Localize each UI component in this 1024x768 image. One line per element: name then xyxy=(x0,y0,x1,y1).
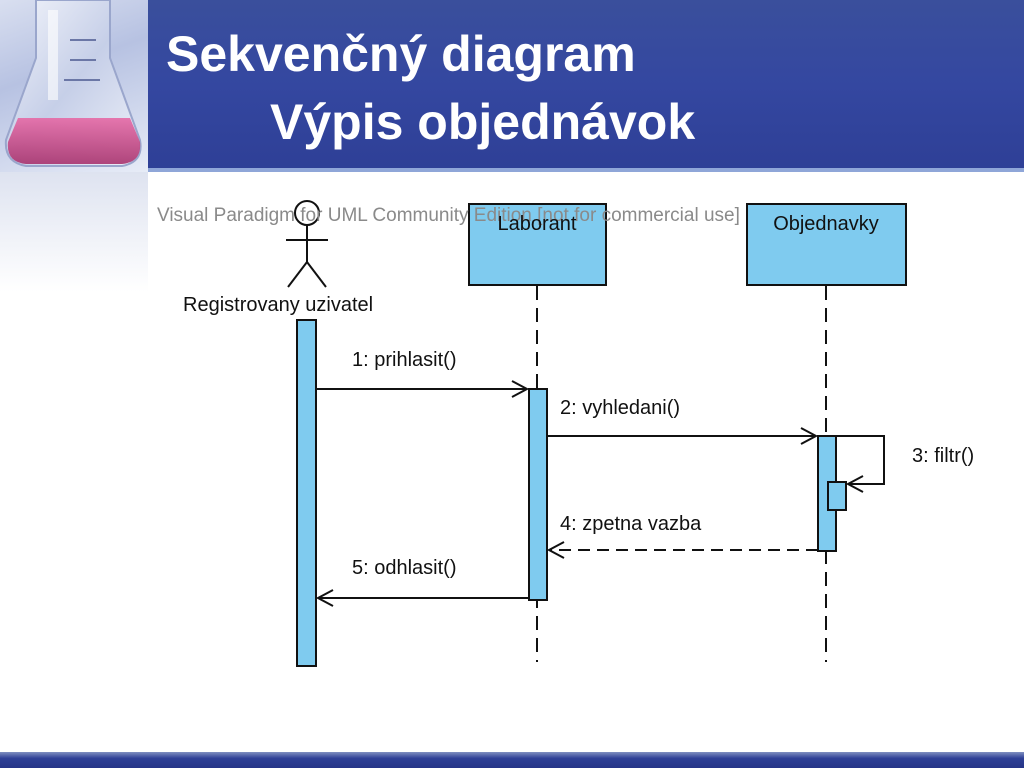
footer-bar xyxy=(0,752,1024,768)
slide-subtitle: Výpis objednávok xyxy=(270,94,696,150)
actor-label: Registrovany uzivatel xyxy=(183,294,373,316)
slide-header xyxy=(0,0,1024,172)
message-label-5: 5: odhlasit() xyxy=(352,557,457,579)
header-underline xyxy=(148,168,1024,172)
actor-icon xyxy=(286,200,328,288)
flask-image xyxy=(0,0,148,172)
activation-laborant xyxy=(528,388,548,601)
watermark: Visual Paradigm for UML Community Editio… xyxy=(157,205,740,226)
lifeline-box-laborant xyxy=(468,203,607,286)
lifeline-box-objednavky xyxy=(746,203,907,286)
message-label-4: 4: zpetna vazba xyxy=(560,513,702,535)
lifeline-label-objednavky: Objednavky xyxy=(773,213,879,235)
slide-title: Sekvenčný diagram xyxy=(166,26,636,82)
message-label-2: 2: vyhledani() xyxy=(560,397,680,419)
message-label-3: 3: filtr() xyxy=(912,445,974,467)
flask-reflection xyxy=(0,172,148,292)
flask-icon xyxy=(4,0,142,167)
message-label-1: 1: prihlasit() xyxy=(352,349,456,371)
activation-actor xyxy=(296,319,317,667)
lifeline-label-laborant: Laborant xyxy=(498,213,577,235)
activation-objednavky-nested xyxy=(827,481,847,511)
message-arrow-3 xyxy=(836,435,885,493)
